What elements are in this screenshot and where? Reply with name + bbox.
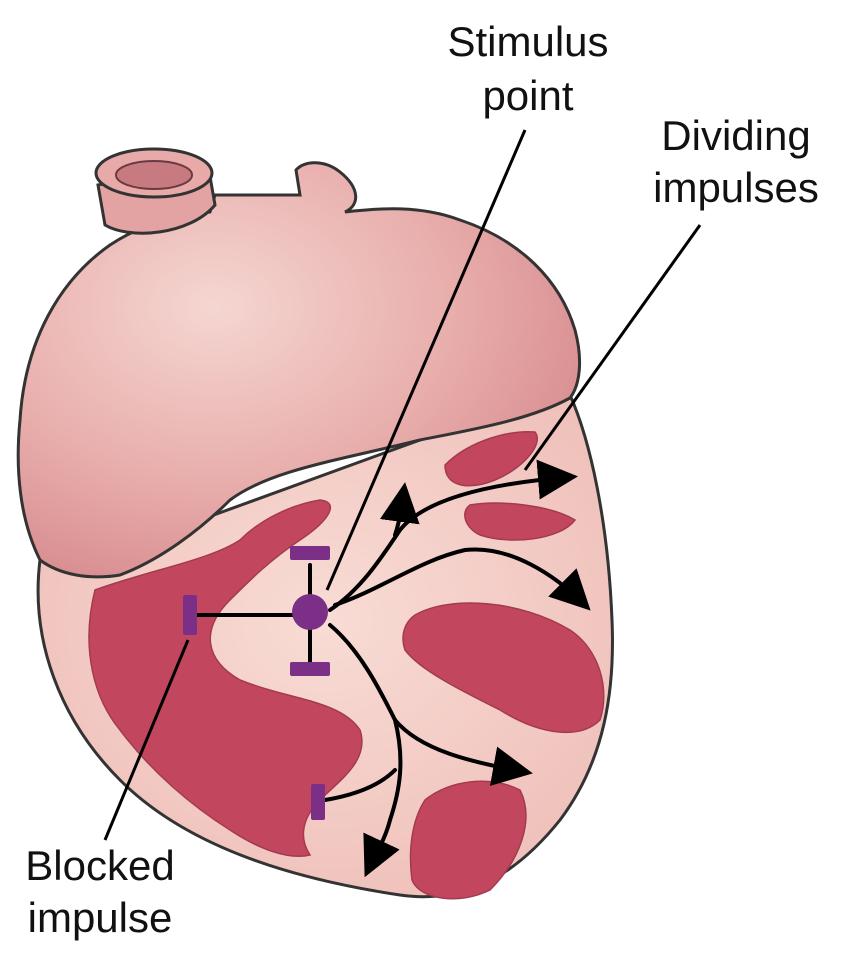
blocked-impulse-left-bar	[183, 595, 197, 635]
stimulus-label-line2: point	[408, 72, 648, 120]
stimulus-label-line1: Stimulus	[408, 18, 648, 66]
stimulus-point-marker	[292, 594, 328, 630]
block-bar-top	[290, 546, 330, 560]
blocked-impulse-bottom-bar	[311, 784, 325, 820]
blocked-label-line2: impulse	[0, 894, 200, 942]
aorta	[96, 149, 215, 233]
dividing-label-line2: impulses	[626, 164, 846, 212]
dividing-label-line1: Dividing	[626, 112, 846, 160]
blocked-label-line1: Blocked	[0, 842, 200, 890]
block-bar-bottom	[290, 662, 330, 676]
